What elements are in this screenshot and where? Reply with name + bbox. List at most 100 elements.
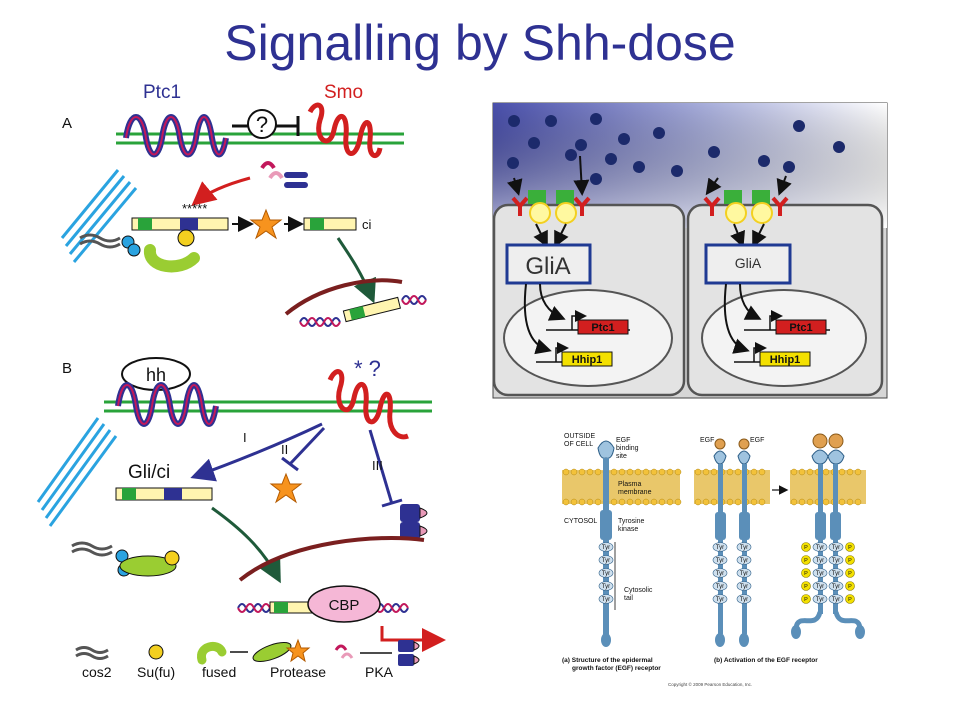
- phosphate-label: P: [848, 571, 852, 577]
- ci-repressor: [303, 217, 357, 231]
- egf-receptor-dimer-active: [791, 433, 865, 639]
- ci-label: ci: [362, 217, 372, 232]
- tyr-label: Tyr: [816, 584, 824, 590]
- hhip1-gene-high: [561, 351, 613, 367]
- legend-icons: [75, 638, 420, 666]
- tyr-residue: [828, 581, 844, 591]
- receptors-high: [507, 155, 591, 224]
- tyr-residue: [598, 594, 614, 604]
- phosphate-group: [845, 568, 855, 578]
- section-a: ? *****: [60, 102, 427, 327]
- phosphate-label: P: [804, 597, 808, 603]
- tyr-residue: [712, 542, 728, 552]
- phosphate-group: [845, 542, 855, 552]
- tyr-residue: [712, 568, 728, 578]
- phosphate-group: [801, 555, 811, 565]
- cytosol-label: CYTOSOL: [564, 518, 597, 525]
- tyr-label: Tyr: [832, 571, 840, 577]
- transcription-arrow: [380, 626, 446, 652]
- hh-label: hh: [146, 365, 166, 385]
- tyr-residue: [812, 581, 828, 591]
- hhip1-gene-low: [759, 351, 811, 367]
- phosphate-group: [801, 568, 811, 578]
- tyr-label: Tyr: [740, 545, 748, 551]
- nuclear-envelope-a: [284, 278, 403, 316]
- smo-receptor-a: [307, 102, 383, 158]
- path-i-label: I: [243, 430, 247, 445]
- tyr-label: Tyr: [602, 545, 610, 551]
- caption-b: (b) Activation of the EGF receptor: [714, 657, 818, 664]
- tyr-label: Tyr: [602, 571, 610, 577]
- ptc1-gene-label-low: Ptc1: [789, 322, 812, 334]
- tyr-residue: [812, 542, 828, 552]
- fused-icon: [197, 641, 227, 665]
- phosphate-label: P: [848, 584, 852, 590]
- tyr-residue: [736, 555, 752, 565]
- pka-catalytic-a: [260, 161, 276, 170]
- tyr-label: Tyr: [716, 584, 724, 590]
- gli-ci-label: Gli/ci: [128, 462, 170, 483]
- tyr-residue: [736, 568, 752, 578]
- phosphate-label: P: [804, 558, 808, 564]
- tyr-residue: [736, 542, 752, 552]
- egf-right-label: EGF: [750, 437, 764, 444]
- tyr-label: Tyr: [740, 597, 748, 603]
- smo-mark: * ?: [354, 356, 381, 381]
- tyr-label: Tyr: [602, 597, 610, 603]
- ptc1-gene-low: [775, 319, 827, 335]
- tyr-residue: [598, 581, 614, 591]
- tyr-residue: [812, 568, 828, 578]
- phosphate-label: P: [804, 571, 808, 577]
- ptc1-gene-label-high: Ptc1: [591, 322, 614, 334]
- section-b: hh * ? I II III Gli/ci: [36, 356, 446, 652]
- phosphate-group: [801, 542, 811, 552]
- tyr-label: Tyr: [816, 571, 824, 577]
- tyr-label: Tyr: [740, 558, 748, 564]
- section-a-label: A: [62, 115, 73, 132]
- ci-complex-b: [71, 541, 180, 577]
- sufu-icon: [148, 644, 164, 660]
- phosphate-label: P: [848, 558, 852, 564]
- tyr-residue: [828, 594, 844, 604]
- copyright-notice: Copyright © 2009 Pearson Education, Inc.: [668, 681, 752, 687]
- tyr-residue: [736, 594, 752, 604]
- path-ii-label: II: [281, 442, 288, 457]
- dna-a: [299, 295, 427, 327]
- legend-protease: Protease: [270, 664, 327, 680]
- tyr-residue: [828, 555, 844, 565]
- phosphate-label: P: [848, 597, 852, 603]
- microtubule-bundle-b: [36, 417, 118, 527]
- glia-box-high: [505, 243, 592, 285]
- nuclear-envelope-b: [238, 536, 425, 582]
- tyr-residue: [598, 542, 614, 552]
- question-circle: [247, 109, 277, 139]
- egf-left-label: EGF: [700, 437, 714, 444]
- ptc1-label: Ptc1: [143, 82, 182, 103]
- fused-active-icon: [252, 642, 292, 662]
- legend-cos2: cos2: [82, 664, 112, 680]
- tyr-label: Tyr: [602, 558, 610, 564]
- protease-star-b: [269, 472, 303, 504]
- tyr-residue: [828, 542, 844, 552]
- tyr-residue: [828, 568, 844, 578]
- cbp-coactivator: [307, 585, 381, 623]
- smo-receptor-b: [327, 369, 409, 440]
- glia-label-high: GliA: [525, 253, 570, 280]
- dna-b: [237, 601, 409, 614]
- legend-sufu: Su(fu): [137, 664, 176, 680]
- tyr-residue: [812, 555, 828, 565]
- gli-ci-full-length: [115, 487, 213, 501]
- tyr-label: Tyr: [816, 597, 824, 603]
- tyr-label: Tyr: [832, 558, 840, 564]
- path-iii-label: III: [372, 458, 383, 473]
- receptors-low: [703, 175, 792, 224]
- phospho-stars: *****: [182, 201, 207, 216]
- microtubule-bundle-a: [60, 169, 138, 263]
- tyr-residue: [736, 581, 752, 591]
